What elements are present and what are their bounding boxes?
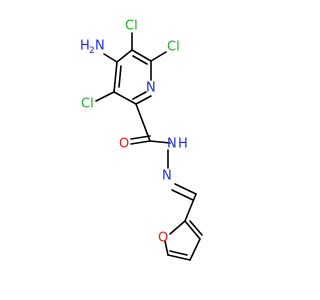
pyridine-n-label: N — [146, 81, 156, 96]
bond-n1-c2-double — [132, 91, 147, 100]
bond-furan-c4-c5-double — [169, 250, 188, 256]
bond-furan-o-c2 — [169, 220, 186, 235]
chemical-structure-diagram: H 2 N Cl Cl Cl N O N H N O — [80, 19, 203, 261]
bond-n-ch-2 — [171, 189, 194, 201]
bond-c3-c4 — [113, 61, 118, 93]
bond-furan-c5-o — [164, 240, 169, 256]
bond-n1-c2 — [135, 95, 152, 105]
hydrazide-h-label: H — [178, 137, 188, 152]
bond-lines — [95, 32, 203, 261]
imine-n-label: N — [162, 169, 172, 184]
bond-furan-c4-c5 — [167, 254, 191, 261]
amino-h-label: H — [80, 39, 90, 54]
furan-o-label: O — [158, 231, 168, 246]
atom-labels: H 2 N Cl Cl Cl N O N H N O — [80, 19, 188, 246]
bond-c6-cl — [150, 51, 167, 62]
bond-furan-c2-c3-double — [189, 220, 203, 236]
bond-c4-c5 — [116, 49, 133, 63]
chlorine-left-label: Cl — [81, 97, 94, 112]
bond-c3-c4-double — [118, 65, 122, 88]
bond-carbonyl-nh — [149, 140, 171, 144]
bond-c2-c3 — [113, 91, 137, 105]
amino-h-count-label: 2 — [89, 46, 95, 56]
chlorine-right-label: Cl — [167, 40, 180, 55]
bond-c5-c6 — [131, 49, 152, 62]
bond-c4-nh2 — [103, 53, 118, 63]
bond-c5-c6-double — [132, 55, 148, 65]
bond-carbonyl-o-2 — [130, 135, 151, 140]
bond-carbonyl-o-1 — [130, 140, 151, 145]
hydrazide-n-label: N — [167, 137, 177, 152]
carbonyl-o-label: O — [119, 137, 129, 152]
bond-ch-furan — [184, 193, 197, 222]
bond-n-ch-1 — [174, 183, 197, 195]
bond-furan-c2-c3 — [184, 220, 201, 240]
bond-furan-c3-c4 — [189, 238, 201, 261]
bond-c2-carbonyl — [135, 103, 151, 142]
amino-n-label: N — [95, 39, 105, 54]
bond-c3-cl — [95, 91, 115, 102]
chlorine-top-label: Cl — [125, 19, 138, 34]
